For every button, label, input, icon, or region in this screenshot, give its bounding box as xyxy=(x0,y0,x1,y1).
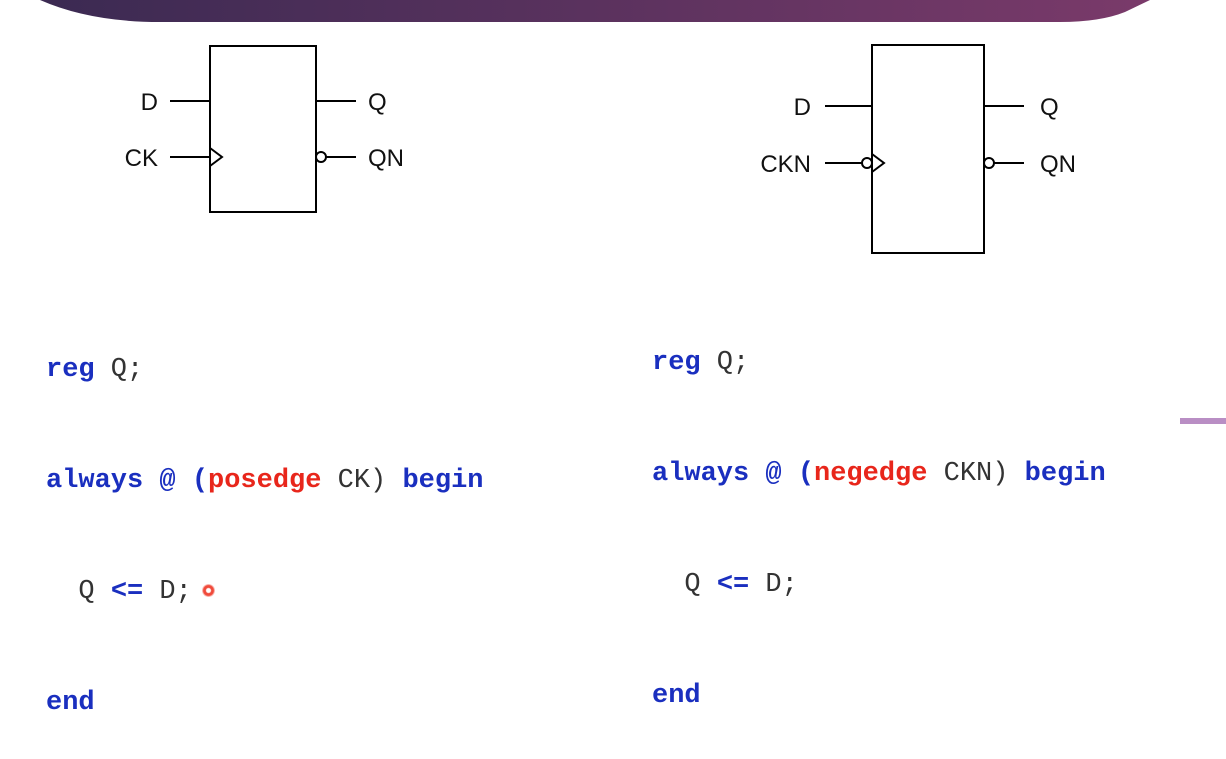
pin-label-d: D xyxy=(141,89,158,116)
pin-label-ck: CK xyxy=(125,145,158,172)
pin-label-ckn: CKN xyxy=(760,151,811,178)
code-text: Q; xyxy=(94,355,144,385)
posedge-flip-flop xyxy=(170,45,356,213)
edge-keyword: negedge xyxy=(814,459,928,489)
pin-label-q: Q xyxy=(368,89,387,116)
code-text: Q xyxy=(652,570,717,600)
assign-operator: <= xyxy=(110,577,144,607)
pin-label-qn: QN xyxy=(1040,151,1076,178)
code-line: end xyxy=(652,678,1106,715)
keyword: end xyxy=(652,681,701,711)
code-line: Q <= D; xyxy=(46,574,483,611)
keyword: always xyxy=(652,459,750,489)
slide-banner xyxy=(40,0,1150,22)
code-line: reg Q; xyxy=(46,352,483,389)
clock-triangle-icon xyxy=(871,153,886,173)
inversion-bubble-icon xyxy=(983,157,995,169)
posedge-verilog-code: reg Q; always @ (posedge CK) begin Q <= … xyxy=(46,278,483,759)
clock-triangle-icon xyxy=(209,147,224,167)
negedge-flip-flop xyxy=(825,44,1024,254)
code-line: reg Q; xyxy=(652,345,1106,382)
flip-flop-diagrams: D CK Q QN D CKN Q QN xyxy=(125,44,1076,254)
code-line: always @ (posedge CK) begin xyxy=(46,463,483,500)
keyword: begin xyxy=(386,466,484,496)
pin-label-q: Q xyxy=(1040,94,1059,121)
code-text: CK) xyxy=(321,466,387,496)
code-text: D; xyxy=(143,577,192,607)
code-text: Q xyxy=(46,577,111,607)
code-line: end xyxy=(46,685,483,722)
code-text: D; xyxy=(749,570,798,600)
logo-fragment xyxy=(1180,418,1226,424)
code-text: @ ( xyxy=(143,466,209,496)
keyword: end xyxy=(46,688,95,718)
flip-flop-body xyxy=(871,44,985,254)
pin-label-qn: QN xyxy=(368,145,404,172)
negedge-verilog-code: reg Q; always @ (negedge CKN) begin Q <=… xyxy=(652,271,1106,752)
keyword: always xyxy=(46,466,144,496)
inversion-bubble-icon xyxy=(315,151,327,163)
code-line: Q <= D; xyxy=(652,567,1106,604)
code-text: Q; xyxy=(700,348,750,378)
keyword: reg xyxy=(46,355,95,385)
code-text: @ ( xyxy=(749,459,815,489)
assign-operator: <= xyxy=(716,570,750,600)
code-line: always @ (negedge CKN) begin xyxy=(652,456,1106,493)
flip-flop-body xyxy=(209,45,317,213)
keyword: reg xyxy=(652,348,701,378)
keyword: begin xyxy=(1008,459,1106,489)
code-text: CKN) xyxy=(927,459,1009,489)
pin-label-d: D xyxy=(794,94,811,121)
edge-keyword: posedge xyxy=(208,466,322,496)
inversion-bubble-icon xyxy=(861,157,873,169)
laser-pointer-icon xyxy=(201,584,215,598)
